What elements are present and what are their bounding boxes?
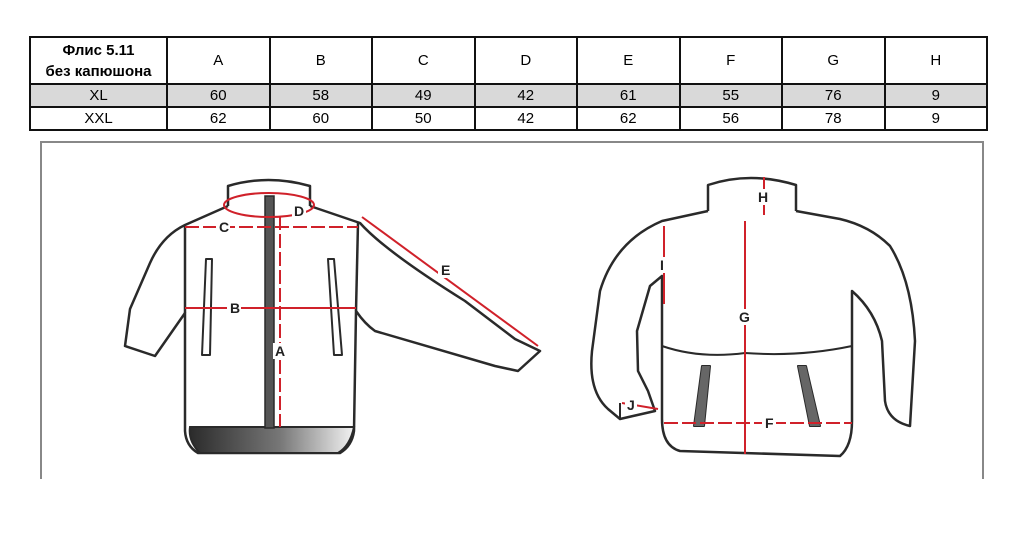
label-bg bbox=[762, 415, 776, 431]
table-cell: 62 bbox=[166, 106, 271, 131]
table-cell: 60 bbox=[268, 106, 373, 131]
label-bg bbox=[625, 397, 637, 413]
table-cell: 62 bbox=[576, 106, 681, 131]
model-name-cell: Флис 5.11 без капюшона bbox=[29, 36, 168, 85]
table-row: XXL 62 60 50 42 62 56 78 9 bbox=[29, 106, 988, 131]
model-name: Флис 5.11 bbox=[62, 41, 135, 59]
jacket-measurement-diagram: C B A D E bbox=[40, 141, 984, 481]
column-header: G bbox=[781, 36, 886, 85]
label-bg bbox=[227, 300, 241, 316]
jacket-back-view bbox=[590, 176, 917, 458]
table-cell: 9 bbox=[883, 106, 988, 131]
size-table: Флис 5.11 без капюшона A B C D E F G H X… bbox=[29, 36, 988, 131]
front-hem-band bbox=[188, 426, 356, 454]
column-header: H bbox=[883, 36, 988, 85]
table-cell: 78 bbox=[781, 106, 886, 131]
back-body-outline bbox=[590, 209, 917, 458]
label-d: D bbox=[294, 203, 304, 219]
front-zipper bbox=[264, 195, 275, 429]
column-header: F bbox=[678, 36, 783, 85]
front-body-outline bbox=[123, 204, 542, 455]
label-f: F bbox=[765, 415, 774, 431]
label-h: H bbox=[758, 189, 768, 205]
table-cell: 50 bbox=[371, 106, 476, 131]
table-cell: 60 bbox=[166, 83, 271, 108]
front-right-seam bbox=[354, 222, 360, 312]
label-bg bbox=[273, 343, 287, 359]
table-cell: 56 bbox=[678, 106, 783, 131]
back-left-pocket-fill bbox=[694, 366, 710, 426]
label-a: A bbox=[275, 343, 285, 359]
table-cell: 9 bbox=[883, 83, 988, 108]
table-cell: 42 bbox=[473, 83, 578, 108]
label-bg bbox=[292, 203, 306, 219]
column-header: D bbox=[473, 36, 578, 85]
table-header-row: Флис 5.11 без капюшона A B C D E F G H bbox=[29, 36, 988, 85]
label-bg bbox=[216, 219, 230, 235]
column-header: C bbox=[371, 36, 476, 85]
diagram-frame bbox=[40, 141, 984, 479]
table-cell: 55 bbox=[678, 83, 783, 108]
table-cell: 42 bbox=[473, 106, 578, 131]
back-waist-seam bbox=[661, 345, 853, 356]
label-b: B bbox=[230, 300, 240, 316]
measure-e bbox=[361, 216, 539, 347]
label-bg bbox=[756, 189, 772, 205]
front-left-pocket bbox=[201, 258, 213, 356]
size-label: XXL bbox=[29, 106, 168, 131]
table-row: XL 60 58 49 42 61 55 76 9 bbox=[29, 83, 988, 108]
label-j: J bbox=[627, 397, 635, 413]
label-bg bbox=[737, 309, 753, 325]
column-header: B bbox=[268, 36, 373, 85]
diagram-canvas: C B A D E bbox=[40, 141, 984, 479]
label-e: E bbox=[441, 262, 450, 278]
table-cell: 76 bbox=[781, 83, 886, 108]
table-cell: 61 bbox=[576, 83, 681, 108]
label-bg bbox=[657, 257, 669, 273]
table-cell: 58 bbox=[268, 83, 373, 108]
table-cell: 49 bbox=[371, 83, 476, 108]
front-right-pocket bbox=[327, 258, 343, 356]
label-i: I bbox=[660, 257, 664, 273]
column-header: E bbox=[576, 36, 681, 85]
front-measurement-lines bbox=[185, 192, 539, 427]
back-collar-outline bbox=[706, 176, 798, 211]
measure-collar-d bbox=[223, 192, 315, 218]
column-header: A bbox=[166, 36, 271, 85]
label-bg bbox=[438, 262, 452, 278]
collar-outline bbox=[226, 178, 312, 206]
label-c: C bbox=[219, 219, 229, 235]
label-g: G bbox=[739, 309, 750, 325]
model-variant: без капюшона bbox=[45, 62, 152, 80]
size-label: XL bbox=[29, 83, 168, 108]
back-right-pocket-fill bbox=[798, 366, 820, 426]
jacket-front-view bbox=[123, 178, 542, 455]
